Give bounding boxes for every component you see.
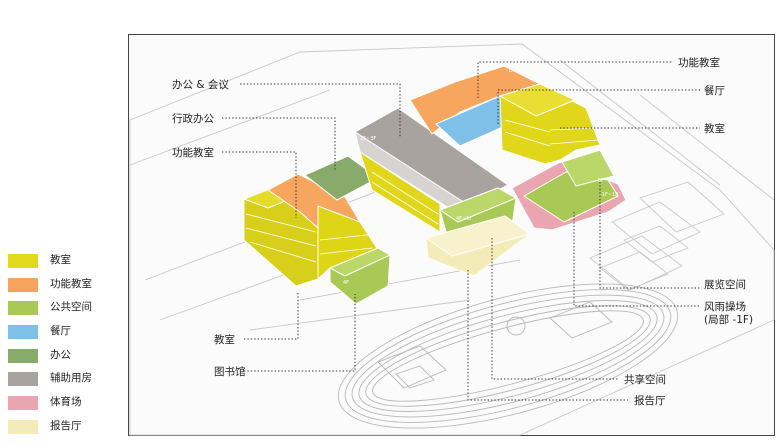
- floor-tag: 1F~3F: [360, 136, 376, 142]
- legend-label: 辅助用房: [50, 372, 92, 385]
- legend-item-office: 办公: [8, 346, 118, 370]
- label-classroom-right: 教室: [704, 122, 725, 135]
- legend-label: 教室: [50, 254, 71, 266]
- label-office-meeting: 办公 & 会议: [172, 78, 229, 91]
- legend-item-public-space: 公共空间: [8, 298, 118, 322]
- floor-tag: 4F~5F: [456, 216, 472, 222]
- label-functional-left: 功能教室: [172, 146, 214, 159]
- block-center-public-top: [439, 187, 517, 223]
- legend-swatch: [8, 325, 38, 340]
- legend-item-gym: 体育场: [8, 393, 118, 417]
- legend: 教室 功能教室 公共空间 餐厅 办公 辅助用房 体育场 报告厅: [8, 251, 118, 441]
- legend-swatch: [8, 396, 38, 411]
- legend-label: 功能教室: [50, 277, 92, 290]
- block-auxiliary-classrooms: [359, 151, 441, 233]
- label-exhibition: 展览空间: [704, 278, 746, 291]
- legend-label: 体育场: [50, 396, 82, 409]
- label-rain-field: 风雨操场: [704, 300, 746, 313]
- block-right-classroom-top: [499, 83, 576, 117]
- floor-tag: 5F: [598, 178, 604, 184]
- legend-label: 餐厅: [50, 325, 71, 338]
- legend-label: 报告厅: [50, 419, 82, 432]
- legend-swatch: [8, 372, 38, 387]
- leader-lines: [222, 61, 700, 401]
- labels: 办公 & 会议 行政办公 功能教室 教室 图书馆 功能教室 餐厅 教室 展览空间…: [172, 56, 753, 407]
- floor-lines: [245, 119, 599, 263]
- label-classroom-bottom: 教室: [214, 333, 235, 346]
- floor-tags: 1F~3F 1F~3F 4F~5F -1F~1F 4F 5F: [343, 68, 618, 286]
- label-admin-office: 行政办公: [172, 112, 214, 125]
- label-auditorium: 报告厅: [634, 394, 666, 407]
- floor-tag: -1F~1F: [600, 192, 618, 198]
- legend-label: 公共空间: [50, 301, 92, 314]
- label-functional-right: 功能教室: [678, 56, 720, 69]
- block-right-public: [523, 171, 619, 223]
- block-left-public-top: [329, 247, 391, 277]
- legend-item-functional-classroom: 功能教室: [8, 275, 118, 299]
- legend-item-classroom: 教室: [8, 251, 118, 275]
- floor-tag: 4F: [343, 280, 349, 286]
- building-massing: [243, 65, 627, 305]
- legend-swatch: [8, 277, 38, 292]
- label-rain-field-sub: (局部 -1F): [704, 313, 753, 326]
- legend-swatch: [8, 254, 38, 268]
- legend-item-dining: 餐厅: [8, 322, 118, 346]
- label-library: 图书馆: [214, 365, 246, 378]
- legend-item-auxiliary: 辅助用房: [8, 369, 118, 393]
- running-track: [337, 283, 679, 429]
- legend-swatch: [8, 348, 38, 363]
- legend-item-auditorium: 报告厅: [8, 417, 118, 441]
- legend-swatch: [8, 419, 38, 434]
- floor-tag: 1F~3F: [508, 68, 524, 74]
- block-right-public-top: [561, 149, 615, 187]
- label-shared-space: 共享空间: [624, 373, 666, 386]
- legend-swatch: [8, 301, 38, 316]
- block-auditorium-top: [425, 215, 531, 257]
- label-canteen: 餐厅: [704, 84, 725, 97]
- legend-label: 办公: [50, 348, 71, 361]
